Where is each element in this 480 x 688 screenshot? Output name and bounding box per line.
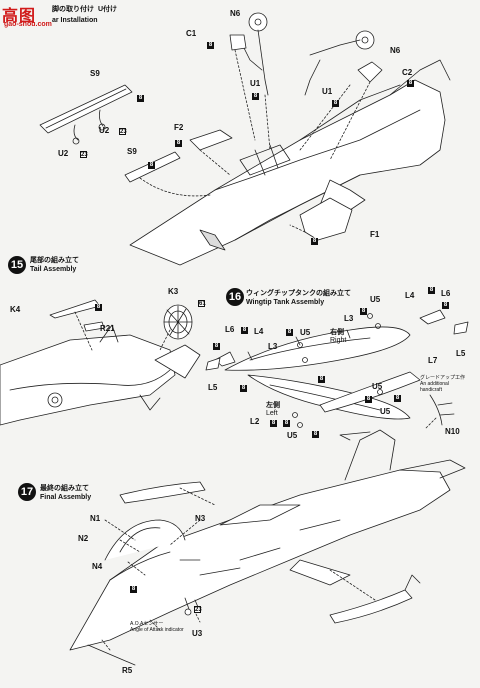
box-code: 8 (241, 327, 248, 334)
part-label-f1: F1 (370, 230, 380, 239)
aoa-note-jp: A.O.Aセンサー (130, 621, 164, 627)
step14-title-jp: 脚の取り付け (52, 6, 94, 13)
tank-right-label-en: Right (330, 337, 347, 344)
box-code: 8 (270, 420, 277, 427)
box-code: 8 (175, 140, 182, 147)
part-label-u3: U3 (192, 629, 203, 638)
box-code: 8 (332, 100, 339, 107)
step15-title-jp: 尾部の組み立て (30, 257, 79, 264)
step17-aircraft-drawing (69, 429, 466, 666)
step17-title-en: Final Assembly (40, 494, 92, 501)
step17-title-jp: 最終の組み立て (40, 485, 89, 492)
box-code: 8 (318, 376, 325, 383)
box-code: 8 (394, 395, 401, 402)
box-code: 8 (207, 42, 214, 49)
box-code: 8 (148, 162, 155, 169)
part-label-l3: L3 (268, 342, 278, 351)
box-code: 8 (240, 385, 247, 392)
part-label-u5: U5 (380, 407, 391, 416)
part-label-f2: F2 (174, 123, 184, 132)
step-17-badge: 17 (18, 483, 36, 501)
part-label-u1: U1 (250, 79, 261, 88)
tank-left-label-en: Left (266, 410, 278, 417)
part-label-c1: C1 (186, 29, 197, 38)
step14-fuselage-drawing (39, 12, 451, 266)
part-label-n6: N6 (230, 9, 241, 18)
part-label-s9: S9 (127, 147, 137, 156)
box-code: 8 (252, 93, 259, 100)
box-code: 8 (311, 238, 318, 245)
watermark-glyphs: 高图 (2, 8, 37, 25)
part-label-l4: L4 (254, 327, 264, 336)
step-15-badge: 15 (8, 256, 26, 274)
part-label-l6: L6 (441, 289, 451, 298)
box-code: 8 (137, 95, 144, 102)
part-label-u2: U2 (58, 149, 69, 158)
box-code-outline: 23 (119, 128, 127, 135)
part-label-r21: R21 (100, 324, 115, 333)
part-label-l5: L5 (208, 383, 218, 392)
part-label-n6: N6 (390, 46, 401, 55)
grey-note-jp: グレードアップ工作 (420, 375, 466, 381)
part-label-n1: N1 (90, 514, 101, 523)
box-code: 8 (213, 343, 220, 350)
watermark-logo: 高图 gao-shou.com (2, 2, 70, 32)
part-label-n2: N2 (78, 534, 89, 543)
grey-note-en2: handicraft (420, 387, 442, 393)
box-code: 8 (95, 304, 102, 311)
part-label-l7: L7 (428, 356, 438, 365)
box-code: 8 (312, 431, 319, 438)
part-label-u5: U5 (372, 382, 383, 391)
aoa-note-en: Angle of Attack indicator (130, 627, 184, 633)
part-label-u5: U5 (287, 431, 298, 440)
step14-title-en: ar Installation (52, 17, 98, 24)
box-code: 8 (442, 302, 449, 309)
box-code: 8 (407, 80, 414, 87)
step-16-badge: 16 (226, 288, 244, 306)
watermark-url: gao-shou.com (4, 21, 52, 28)
part-label-l2: L2 (250, 417, 260, 426)
part-label-k4: K4 (10, 305, 21, 314)
box-code: 8 (130, 586, 137, 593)
step16-title-jp: ウィングチップタンクの組み立て (246, 290, 351, 297)
part-label-n4: N4 (92, 562, 103, 571)
part-label-n3: N3 (195, 514, 206, 523)
part-label-u5: U5 (300, 328, 311, 337)
part-label-l4: L4 (405, 291, 415, 300)
tank-left-label-jp: 左側 (266, 402, 280, 409)
part-label-u5: U5 (370, 295, 381, 304)
part-label-l5: L5 (456, 349, 466, 358)
step15-title-en: Tail Assembly (30, 266, 77, 273)
step16-title-en: Wingtip Tank Assembly (246, 299, 325, 306)
box-code: 8 (286, 329, 293, 336)
part-label-r5: R5 (122, 666, 133, 675)
part-label-s9: S9 (90, 69, 100, 78)
grey-note-en1: An additional (420, 381, 449, 387)
part-label-u1: U1 (322, 87, 333, 96)
box-code: 8 (428, 287, 435, 294)
box-code-outline: 23 (80, 151, 88, 158)
tank-right-label-jp: 右側 (330, 329, 344, 336)
box-code-outline: 61 (198, 300, 206, 307)
box-code: 8 (283, 420, 290, 427)
box-code: 8 (365, 396, 372, 403)
step15-tail-drawing (0, 299, 201, 426)
part-label-u2: U2 (99, 126, 110, 135)
part-label-c2: C2 (402, 68, 413, 77)
step14-title-jp-tail: U付け (98, 6, 118, 13)
part-label-k3: K3 (168, 287, 179, 296)
box-code-outline: 23 (194, 606, 202, 613)
part-label-n10: N10 (445, 427, 460, 436)
part-label-l3: L3 (344, 314, 354, 323)
part-label-l6: L6 (225, 325, 235, 334)
box-code: 8 (360, 308, 367, 315)
step16-tank-drawing (205, 309, 469, 429)
